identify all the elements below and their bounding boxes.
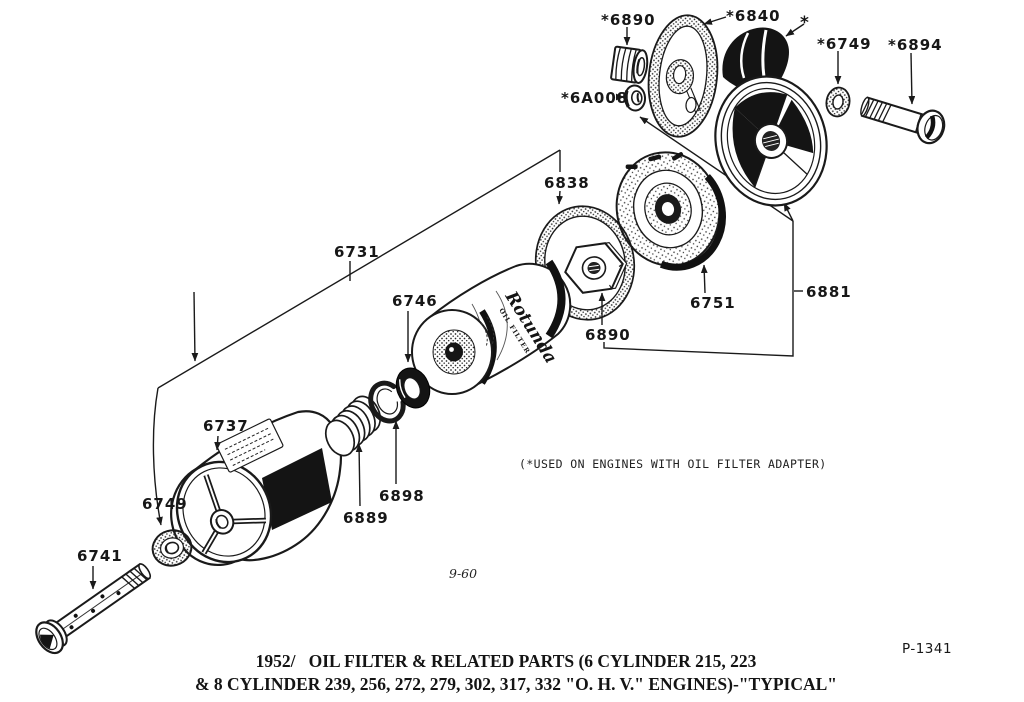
label-6889-spring: 6889 bbox=[343, 509, 389, 527]
part-filter-body-6737 bbox=[170, 410, 342, 567]
label-6838-gasket: 6838 bbox=[544, 174, 590, 192]
part-labels: *6890 *6840 * *6749 *6894 *6A008 6838 67… bbox=[77, 7, 943, 565]
label-6890-nut: 6890 bbox=[585, 326, 631, 344]
part-centrifuge-plate-6751 bbox=[615, 151, 726, 271]
label-6890-plug: *6890 bbox=[601, 11, 656, 29]
part-nut-6a008 bbox=[623, 84, 647, 112]
part-ring-6749-top bbox=[825, 86, 851, 118]
label-6840-gasket: *6840 bbox=[726, 7, 781, 25]
assembly-bracket-6731 bbox=[152, 149, 561, 526]
part-rotor-wheel bbox=[714, 75, 828, 207]
label-6898-retainer: 6898 bbox=[379, 487, 425, 505]
label-6894-bolt: *6894 bbox=[888, 36, 943, 54]
label-6746-seal: 6746 bbox=[392, 292, 438, 310]
spec-plate bbox=[216, 418, 284, 473]
plate-id: P-1341 bbox=[902, 641, 952, 657]
label-asterisk: * bbox=[800, 13, 810, 33]
part-washer-6749 bbox=[151, 529, 193, 567]
part-bolt-6741 bbox=[35, 562, 152, 655]
leader-arrows bbox=[89, 16, 916, 590]
label-6749-ring: *6749 bbox=[817, 35, 872, 53]
part-filter-cartridge: Rotunda OIL FILTER bbox=[411, 259, 572, 395]
label-6751-plate: 6751 bbox=[690, 294, 736, 312]
label-6749-washer: 6749 bbox=[142, 495, 188, 513]
spider-web bbox=[201, 474, 267, 555]
part-spring-6889 bbox=[324, 395, 382, 457]
label-6737-body: 6737 bbox=[203, 417, 249, 435]
date-code: 9-60 bbox=[449, 566, 477, 581]
part-gasket-6840 bbox=[647, 14, 719, 138]
part-retainer-6898 bbox=[368, 380, 406, 424]
label-6731-assy: 6731 bbox=[334, 243, 380, 261]
label-6a008-nut: *6A008 bbox=[561, 89, 628, 107]
caption-line-1: 1952/ OIL FILTER & RELATED PARTS (6 CYLI… bbox=[256, 651, 757, 671]
part-bolt-6894 bbox=[860, 96, 946, 145]
adapter-note: (*USED ON ENGINES WITH OIL FILTER ADAPTE… bbox=[519, 457, 827, 471]
part-threaded-plug-6890 bbox=[610, 45, 649, 84]
label-6881-rotor: 6881 bbox=[806, 283, 852, 301]
part-nut-6890 bbox=[564, 242, 628, 294]
part-seal-6746 bbox=[395, 367, 431, 409]
caption-line-2: & 8 CYLINDER 239, 256, 272, 279, 302, 31… bbox=[195, 674, 837, 694]
label-6741-bolt: 6741 bbox=[77, 547, 123, 565]
